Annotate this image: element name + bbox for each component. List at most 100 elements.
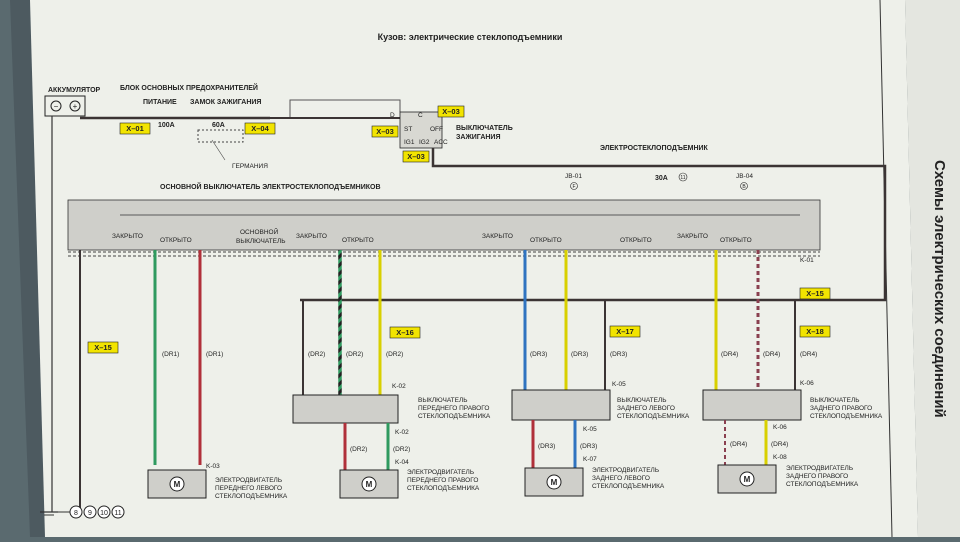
connector-x03-top	[437, 105, 465, 118]
svg-text:ЗАДНЕГО ЛЕВОГО: ЗАДНЕГО ЛЕВОГО	[592, 475, 650, 482]
power-window-feed	[431, 148, 887, 302]
connector-x15-right	[799, 287, 831, 300]
svg-text:X–03: X–03	[407, 152, 425, 161]
motor-fr-label: ЭЛЕКТРОДВИГАТЕЛЬ	[407, 469, 474, 476]
rr-opened: ОТКРЫТО	[720, 237, 752, 244]
svg-text:K-01: K-01	[800, 257, 814, 264]
main-switch-word: ОСНОВНОЙ	[240, 227, 279, 236]
ground-9	[83, 505, 97, 519]
fr-opened: ОТКРЫТО	[342, 237, 374, 244]
connector-x18	[799, 325, 831, 338]
svg-text:СТЕКЛОПОДЪЕМНИКА: СТЕКЛОПОДЪЕМНИКА	[617, 413, 690, 420]
page-title: Кузов: электрические стеклоподъемники	[378, 32, 563, 42]
jb04-label: JB-04	[736, 173, 753, 180]
svg-text:ЗАЖИГАНИЯ: ЗАЖИГАНИЯ	[456, 134, 501, 141]
connector-x17	[609, 325, 641, 338]
side-title: Схемы электрических соединений	[931, 160, 948, 418]
front-right-switch	[292, 394, 399, 424]
svg-text:K-06: K-06	[773, 424, 787, 431]
svg-text:ВЫКЛЮЧАТЕЛЬ: ВЫКЛЮЧАТЕЛЬ	[236, 238, 286, 245]
svg-text:X–15: X–15	[806, 289, 824, 298]
power-window-label: ЭЛЕКТРОСТЕКЛОПОДЪЕМНИК	[600, 145, 709, 152]
svg-text:X–15: X–15	[94, 343, 112, 352]
ground-8	[69, 505, 83, 519]
svg-text:X–03: X–03	[442, 107, 460, 116]
svg-text:(DR3): (DR3)	[530, 351, 547, 358]
svg-text:+: +	[73, 102, 78, 111]
svg-text:M: M	[174, 480, 181, 489]
rear-right-switch	[702, 389, 802, 421]
svg-text:OFF: OFF	[430, 126, 443, 133]
svg-text:(DR2): (DR2)	[350, 446, 367, 453]
svg-text:M: M	[744, 475, 751, 484]
svg-text:(DR2): (DR2)	[393, 446, 410, 453]
svg-text:K-02: K-02	[392, 383, 406, 390]
ignition-lock-label: ЗАМОК ЗАЖИГАНИЯ	[190, 99, 261, 106]
svg-text:ПЕРЕДНЕГО ПРАВОГО: ПЕРЕДНЕГО ПРАВОГО	[418, 405, 489, 412]
svg-text:M: M	[366, 480, 373, 489]
svg-text:СТЕКЛОПОДЪЕМНИКА: СТЕКЛОПОДЪЕМНИКА	[407, 485, 480, 492]
svg-text:IG1: IG1	[404, 139, 415, 146]
svg-text:K-08: K-08	[773, 454, 787, 461]
rl-opened: ОТКРЫТО	[530, 237, 562, 244]
rl-closed: ЗАКРЫТО	[482, 233, 513, 240]
svg-text:X–04: X–04	[251, 124, 269, 133]
ground-11	[111, 505, 125, 519]
motor-fl-label: ЭЛЕКТРОДВИГАТЕЛЬ	[215, 477, 282, 484]
main-switch-label: ОСНОВНОЙ ВЫКЛЮЧАТЕЛЬ ЭЛЕКТРОСТЕКЛОПОДЪЕМ…	[160, 182, 381, 191]
battery-label: АККУМУЛЯТОР	[48, 87, 101, 94]
rl-switch-label: ВЫКЛЮЧАТЕЛЬ	[617, 397, 667, 404]
fuse-100a: 100A	[158, 122, 175, 129]
page-edge	[905, 0, 960, 537]
svg-text:X–16: X–16	[396, 328, 414, 337]
svg-text:ПЕРЕДНЕГО ПРАВОГО: ПЕРЕДНЕГО ПРАВОГО	[407, 477, 478, 484]
svg-text:(DR4): (DR4)	[763, 351, 780, 358]
svg-text:СТЕКЛОПОДЪЕМНИКА: СТЕКЛОПОДЪЕМНИКА	[418, 413, 491, 420]
main-switch-box	[67, 199, 821, 251]
svg-text:ST: ST	[404, 126, 412, 133]
germany-note: ГЕРМАНИЯ	[232, 163, 268, 170]
svg-text:K-07: K-07	[583, 456, 597, 463]
svg-text:K-05: K-05	[612, 381, 626, 388]
svg-text:X–01: X–01	[126, 124, 144, 133]
svg-text:(DR3): (DR3)	[580, 443, 597, 450]
motor-rl-label: ЭЛЕКТРОДВИГАТЕЛЬ	[592, 467, 659, 474]
svg-text:(DR2): (DR2)	[308, 351, 325, 358]
svg-text:СТЕКЛОПОДЪЕМНИКА: СТЕКЛОПОДЪЕМНИКА	[810, 413, 883, 420]
svg-text:СТЕКЛОПОДЪЕМНИКА: СТЕКЛОПОДЪЕМНИКА	[215, 493, 288, 500]
svg-text:11: 11	[114, 510, 121, 517]
connector-x15-left	[87, 341, 119, 354]
svg-text:11: 11	[680, 175, 685, 181]
fuse-block-label: БЛОК ОСНОВНЫХ ПРЕДОХРАНИТЕЛЕЙ	[120, 83, 258, 92]
svg-text:F: F	[572, 184, 575, 190]
connector-x01	[119, 122, 151, 135]
svg-text:X–03: X–03	[376, 127, 394, 136]
svg-text:ЗАДНЕГО ПРАВОГО: ЗАДНЕГО ПРАВОГО	[786, 473, 848, 480]
svg-text:K-06: K-06	[800, 380, 814, 387]
svg-text:(DR1): (DR1)	[162, 351, 179, 358]
svg-text:M: M	[551, 478, 558, 487]
connector-x16	[389, 326, 421, 339]
svg-text:10: 10	[100, 510, 108, 517]
svg-text:K-03: K-03	[206, 463, 220, 470]
fl-opened: ОТКРЫТО	[160, 237, 192, 244]
battery-symbol	[44, 95, 86, 117]
ignition-switch	[399, 111, 443, 149]
svg-text:ПЕРЕДНЕГО ЛЕВОГО: ПЕРЕДНЕГО ЛЕВОГО	[215, 485, 282, 492]
svg-text:(DR4): (DR4)	[800, 351, 817, 358]
svg-text:(DR4): (DR4)	[730, 441, 747, 448]
rr-switch-label: ВЫКЛЮЧАТЕЛЬ	[810, 397, 860, 404]
mid-opened: ОТКРЫТО	[620, 237, 652, 244]
connector-x04	[244, 122, 276, 135]
svg-text:ACC: ACC	[434, 139, 448, 146]
svg-text:ЗАДНЕГО ПРАВОГО: ЗАДНЕГО ПРАВОГО	[810, 405, 872, 412]
svg-text:K-05: K-05	[583, 426, 597, 433]
fr-closed: ЗАКРЫТО	[296, 233, 327, 240]
svg-text:(DR4): (DR4)	[721, 351, 738, 358]
connector-x03-left	[371, 125, 399, 138]
rear-left-switch	[511, 389, 611, 421]
svg-text:(DR1): (DR1)	[206, 351, 223, 358]
battery-plus	[69, 100, 81, 112]
svg-text:B: B	[742, 184, 746, 190]
